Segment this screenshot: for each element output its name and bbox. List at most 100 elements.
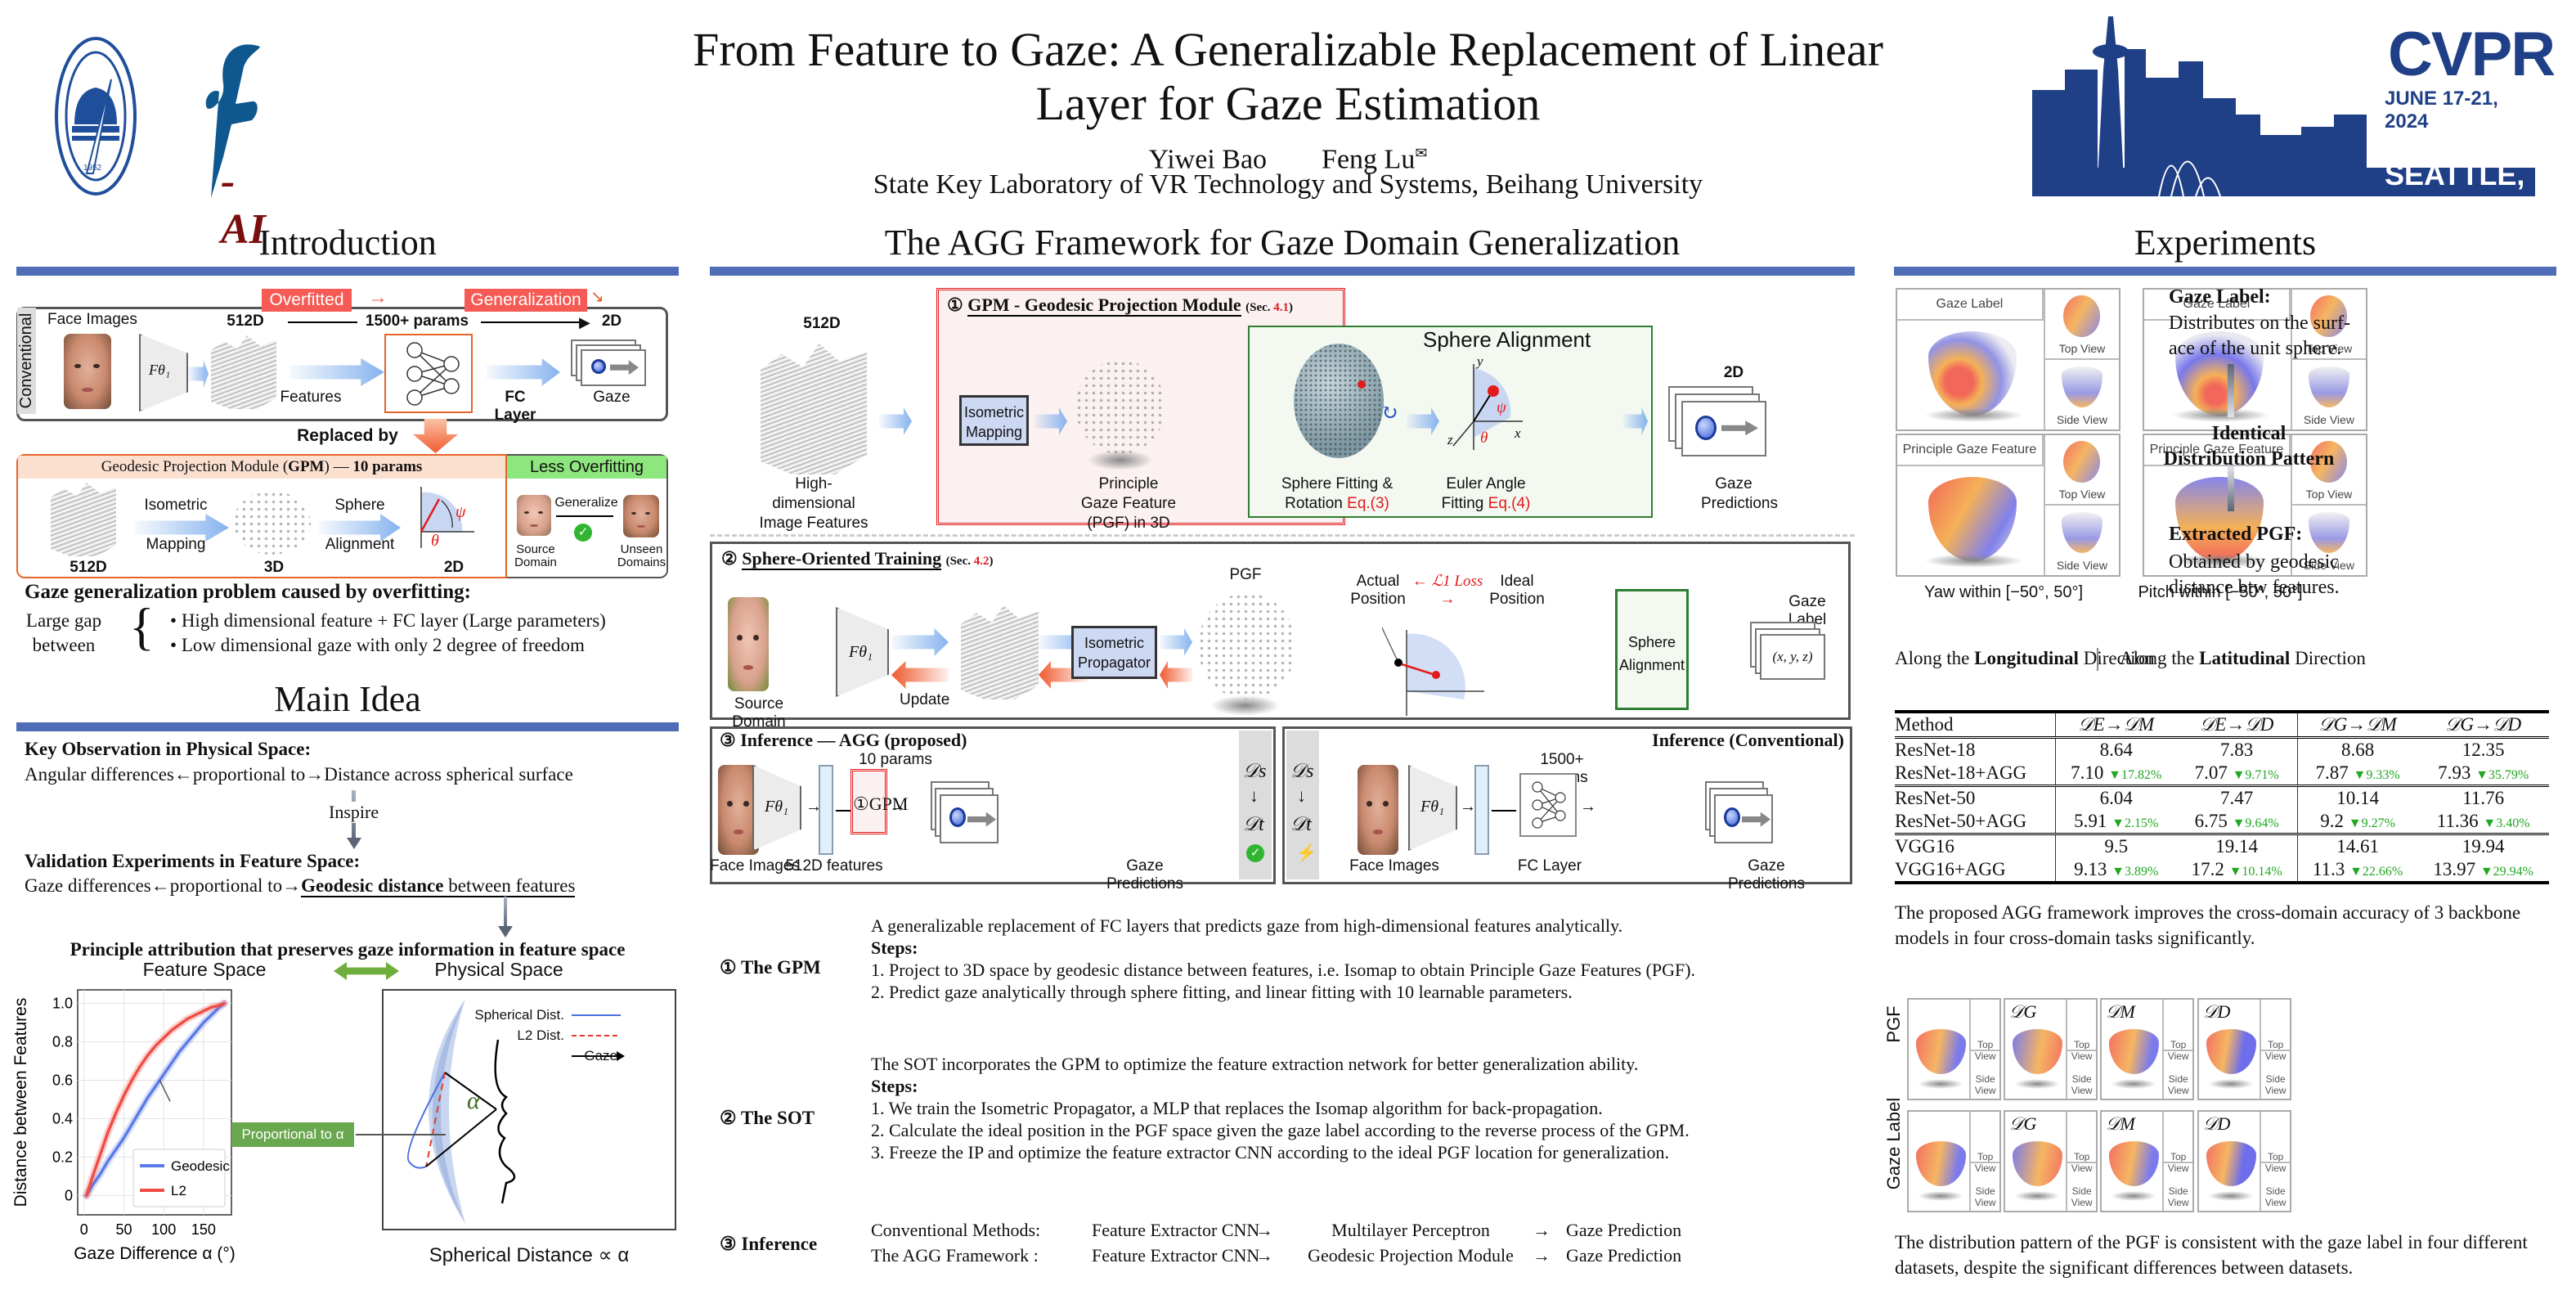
dataset-panel: 𝒟M Top View Side View <box>2100 1110 2194 1212</box>
cvpr-name: CVPR <box>2388 20 2556 89</box>
dataset-panel: 𝒟D Top View Side View <box>2197 998 2291 1100</box>
pgf-label: Principle Gaze Feature (PGF) in 3D <box>1080 475 1177 532</box>
gaze-label-cards: (x, y, z) <box>1750 622 1832 683</box>
axis-x-label: x <box>1515 425 1521 441</box>
dataset-panel: Top View Side View <box>1907 1110 2001 1212</box>
pgf-scatter <box>1075 360 1165 454</box>
value-cell: 9.5 <box>2104 836 2129 857</box>
method-cell: VGG16+AGG <box>1895 858 2057 883</box>
side-view-label: Side View <box>2167 1185 2189 1208</box>
top-view-cell: Top View <box>2043 435 2119 506</box>
improvement-badge: ▼2.15% <box>2112 816 2159 830</box>
proportional-box: Proportional to α <box>231 1122 354 1147</box>
conv-feature-vector <box>1474 765 1489 855</box>
top-view-label: Top View <box>2071 1039 2093 1063</box>
cvpr-logo: CVPR JUNE 17-21, 2024 SEATTLE, WA <box>2028 12 2556 226</box>
dashed-divider <box>710 534 1855 537</box>
intro-1500-params-label: 1500+ params <box>365 313 469 330</box>
view-column: Top View Side View <box>1969 1112 1999 1211</box>
x-tick-label: 150 <box>191 1221 216 1238</box>
view-column: Top View Side View <box>1969 1000 1999 1099</box>
generalization-tag: Generalization <box>464 289 587 312</box>
sot-sphere-alignment-box: Sphere Alignment <box>1615 589 1689 710</box>
experiments-title: Experiments <box>2134 223 2317 263</box>
side-view-label: Side View <box>2303 413 2354 426</box>
main-idea-bar <box>16 722 679 731</box>
sec-4-1-link[interactable]: 4.1 <box>1273 301 1290 314</box>
value-cell: 6.04 <box>2099 788 2133 808</box>
params-arrow-line <box>481 322 583 323</box>
side-view-label: Side View <box>2071 1185 2093 1208</box>
agg-gaze-predictions-label: Gaze Predictions <box>1106 857 1183 893</box>
sec-4-2-link[interactable]: 4.2 <box>973 555 990 568</box>
dataset-label: 𝒟G <box>2009 1113 2037 1134</box>
actual-position-label: Actual Position <box>1350 573 1406 608</box>
latitudinal-caption: Along the Latitudinal Direction <box>2120 648 2366 668</box>
grid-row-label-pgf: PGF <box>1883 1005 1904 1043</box>
agg-line <box>836 810 850 812</box>
legend-l2-dist: L2 Dist. <box>517 1027 564 1043</box>
physical-space-figure: Spherical Dist. L2 Dist. Gaze α <box>382 989 676 1230</box>
gpm-2d-label: 2D <box>443 559 464 576</box>
y-tick-label: 0.2 <box>52 1149 73 1165</box>
gpm-intro-header: Geodesic Projection Module (GPM) — 10 pa… <box>18 456 505 479</box>
seattle-skyline-icon <box>2032 16 2535 197</box>
side-view-label: Side View <box>1974 1073 1996 1096</box>
dataset-cloud <box>2108 1029 2159 1074</box>
email-icon: ✉ <box>1415 145 1428 161</box>
conv-down-arrow-icon: ↓ <box>1297 785 1306 806</box>
conv-domain-strip <box>1286 731 1319 879</box>
alignment-label: Alignment <box>325 536 395 553</box>
identical-up-arrow-icon <box>2228 364 2234 417</box>
physical-caption: Spherical Distance ∝ α <box>429 1244 630 1266</box>
view-column: Top View Side View <box>2260 1000 2290 1099</box>
sot-pgf-shadow <box>1210 695 1280 716</box>
value-cell: 7.93 ▼35.79% <box>2438 762 2529 783</box>
legend-spherical-dist: Spherical Dist. <box>474 1007 564 1023</box>
cloud-shadow <box>2014 1190 2060 1201</box>
axis-y-label: y <box>1477 353 1483 369</box>
dataset-cloud <box>2206 1029 2256 1074</box>
value-cell: 7.07 ▼9.71% <box>2176 762 2298 786</box>
introduction-bar <box>16 267 679 276</box>
l1-loss-label: ← ℒ1 Loss → <box>1411 573 1483 608</box>
eq4-link[interactable]: Eq.(4) <box>1488 495 1531 512</box>
scatter-cloud <box>2174 477 2264 561</box>
cloud-shadow <box>1918 1078 1963 1089</box>
cloud-shadow <box>2111 1078 2156 1089</box>
intro-gaze-label: Gaze <box>593 389 631 406</box>
psi-symbol: ψ <box>456 503 466 521</box>
value-cell: 11.76 <box>2462 788 2505 808</box>
cloud-shadow <box>2111 1190 2156 1201</box>
dataset-cloud <box>1915 1141 1966 1186</box>
experiments-bar <box>1894 267 2556 276</box>
dataset-panel: 𝒟M Top View Side View <box>2100 998 2194 1100</box>
view-column: Top View Side View <box>2066 1000 2096 1099</box>
value-cell: 9.13 ▼3.89% <box>2074 859 2159 879</box>
improvement-badge: ▼17.82% <box>2108 768 2162 782</box>
sot-f-theta: Fθ₁ <box>849 643 873 661</box>
y-tick-label: 0 <box>65 1187 73 1203</box>
extracted-pgf-title: Extracted PGF: <box>2169 524 2303 545</box>
cvpr-location: SEATTLE, WA <box>2385 158 2525 226</box>
top-view-label: Top View <box>2264 1039 2287 1063</box>
psi-label: ψ <box>1497 399 1506 416</box>
conv-face-image <box>1358 765 1398 855</box>
eq3-link[interactable]: Eq.(3) <box>1347 495 1389 512</box>
y-tick-label: 1.0 <box>52 995 73 1011</box>
experiment-panel: Gaze Label Top View Side View <box>1896 288 2120 431</box>
inference-desc-row: The AGG Framework :Feature Extractor CNN… <box>871 1245 1682 1266</box>
gap-brace: { <box>129 597 155 655</box>
fw-gaze-predictions-label: Gaze Predictions <box>1701 475 1778 512</box>
unseen-domains-label: Unseen Domains <box>617 542 666 569</box>
conv-fc-layer-label: FC Layer <box>1517 857 1582 875</box>
intro-face-image <box>64 334 111 409</box>
agg-arrow-icon: → <box>806 798 822 816</box>
gaze-label-title: Gaze Label: <box>2169 286 2271 308</box>
sphere-fitting-label: Sphere Fitting & Rotation Eq.(3) <box>1281 475 1393 512</box>
y-tick-label: 0.8 <box>52 1033 73 1050</box>
value-cell: 19.94 <box>2462 836 2505 857</box>
